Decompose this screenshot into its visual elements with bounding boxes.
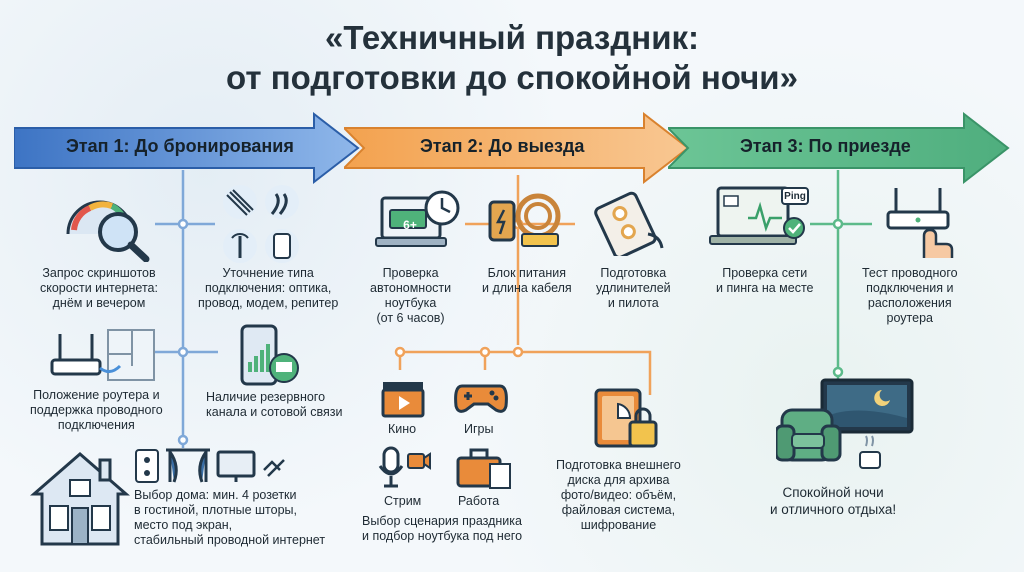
home-requirements-icons — [135, 448, 285, 483]
microphone-camera-icon — [378, 446, 431, 488]
power-cable-label: Блок питания и длина кабеля — [482, 266, 572, 295]
stage-2-arrow-shape — [344, 112, 690, 184]
power-strip-icon — [594, 191, 664, 256]
stream-label: Стрим — [384, 494, 422, 508]
armchair-tv-rest-icon — [776, 378, 914, 469]
games-label: Игры — [464, 422, 494, 436]
stage-1-label: Этап 1: До бронирования — [66, 136, 294, 156]
router-touch-icon — [886, 188, 954, 258]
stage-1-banner: Этап 1: До бронирования — [14, 112, 360, 184]
laptop-autonomy-label: Проверка автономности ноутбука (от 6 час… — [370, 266, 452, 325]
gamepad-icon — [454, 384, 508, 413]
backup-channel-phone-icon — [240, 324, 299, 386]
stage-2-banner: Этап 2: До выезда — [344, 112, 690, 184]
laptop-battery-clock-icon — [375, 190, 460, 247]
external-disk-label: Подготовка внешнего диска для архива фот… — [556, 458, 681, 532]
house-choice-label: Выбор дома: мин. 4 розетки в гостиной, п… — [134, 488, 326, 547]
router-floorplan-icon — [50, 329, 155, 381]
kino-label: Кино — [388, 422, 417, 436]
connection-types-icon — [223, 185, 299, 263]
network-ping-laptop-icon — [709, 186, 809, 245]
screenshots-label: Запрос скриншотов скорости интернета: дн… — [40, 266, 158, 310]
battery-badge: 6+ — [403, 218, 417, 232]
house-icon — [30, 452, 130, 546]
work-label: Работа — [458, 494, 500, 508]
external-disk-lock-icon — [594, 388, 658, 448]
rest-label: Спокойной ночи и отличного отдыха! — [770, 485, 897, 517]
extension-cords-label: Подготовка удлинителей и пилота — [596, 266, 671, 310]
stage-2-label: Этап 2: До выезда — [420, 136, 585, 156]
stage-1-arrow-shape — [14, 112, 360, 184]
wired-test-label: Тест проводного подключения и расположен… — [862, 266, 958, 325]
backup-channel-label: Наличие резервного канала и сотовой связ… — [206, 390, 343, 419]
briefcase-icon — [456, 448, 511, 489]
clapperboard-icon — [381, 382, 425, 418]
page-title: «Техничный праздник: от подготовки до сп… — [0, 18, 1024, 98]
title-line-2: от подготовки до спокойной ночи» — [226, 59, 798, 96]
stage-3-label: Этап 3: По приезде — [740, 136, 911, 156]
stage-3-arrow-shape — [668, 112, 1010, 184]
router-position-label: Положение роутера и поддержка проводного… — [30, 388, 163, 432]
ping-badge: Ping — [784, 191, 806, 202]
scenario-label: Выбор сценария праздника и подбор ноутбу… — [362, 514, 523, 543]
stage-3-banner: Этап 3: По приезде — [668, 112, 1014, 184]
title-line-1: «Техничный праздник: — [324, 19, 699, 56]
speedtest-magnifier-icon — [66, 200, 150, 262]
power-adapter-cable-icon — [488, 193, 561, 247]
network-check-label: Проверка сети и пинга на месте — [716, 266, 814, 295]
connection-type-label: Уточнение типа подключения: оптика, пров… — [198, 266, 339, 310]
